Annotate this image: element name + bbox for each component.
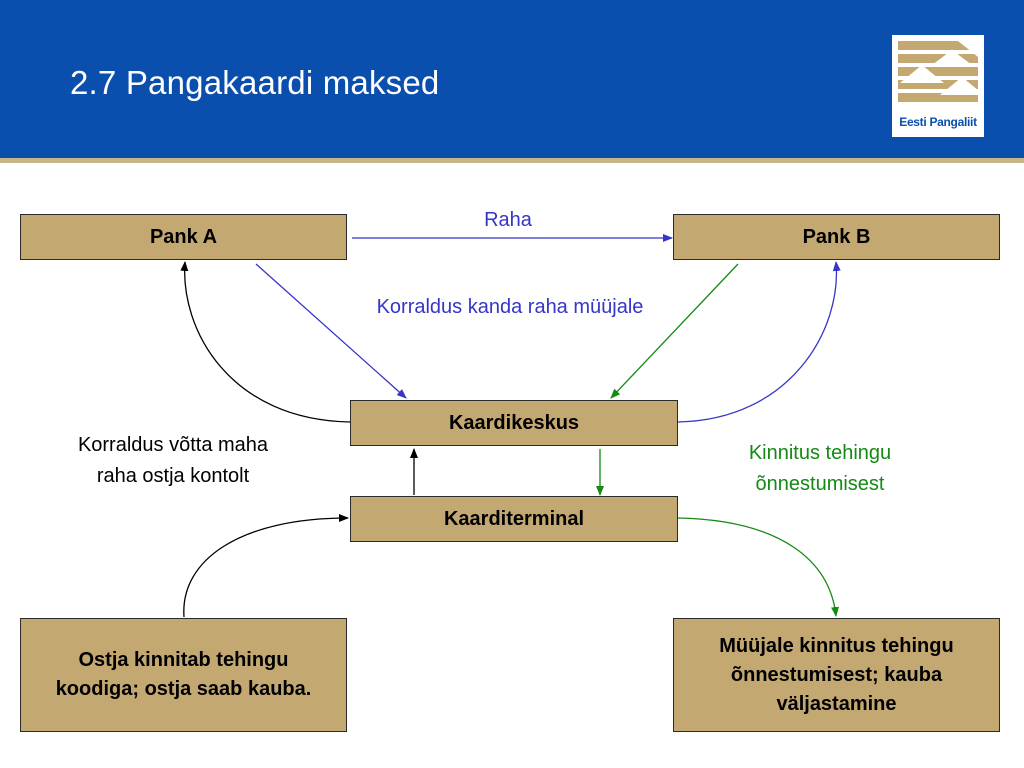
arrow-terminal-to-myyja — [677, 517, 840, 617]
label-kinnitus-line2: õnnestumisest — [755, 473, 885, 495]
arrow-pank-a-to-kaardikeskus — [255, 263, 407, 399]
label-kinnitus: Kinnitus tehingu õnnestumisest — [700, 438, 940, 500]
slide-title: 2.7 Pangakaardi maksed — [70, 64, 440, 101]
node-ostja: Ostja kinnitab tehingu koodiga; ostja sa… — [20, 618, 347, 732]
arrow-ostja-to-terminal — [183, 514, 349, 618]
node-kaarditerminal: Kaarditerminal — [350, 496, 678, 542]
slide-header: 2.7 Pangakaardi maksed Eesti Pangaliit — [0, 0, 1024, 158]
label-korraldus-votta-line2: raha ostja kontolt — [96, 465, 250, 487]
label-korraldus-kanda: Korraldus kanda raha müüjale — [376, 296, 644, 318]
label-korraldus-votta: Korraldus võtta maha raha ostja kontolt — [28, 430, 318, 492]
node-pank-a: Pank A — [20, 214, 347, 260]
arrow-pank-b-to-kaardikeskus — [610, 263, 739, 399]
node-pank-b: Pank B — [673, 214, 1000, 260]
header-divider — [0, 158, 1024, 163]
label-raha: Raha — [484, 209, 532, 231]
logo-text: Eesti Pangaliit — [899, 115, 977, 129]
node-myyja: Müüjale kinnitus tehingu õnnestumisest; … — [673, 618, 1000, 732]
label-korraldus-votta-line1: Korraldus võtta maha — [77, 434, 269, 456]
arrow-kaardikeskus-to-pank-b — [677, 261, 841, 423]
arrow-kaardikeskus-to-pank-a — [180, 261, 351, 423]
label-kinnitus-line1: Kinnitus tehingu — [748, 442, 892, 464]
eesti-pangaliit-logo: Eesti Pangaliit — [892, 35, 984, 137]
node-kaardikeskus: Kaardikeskus — [350, 400, 678, 446]
